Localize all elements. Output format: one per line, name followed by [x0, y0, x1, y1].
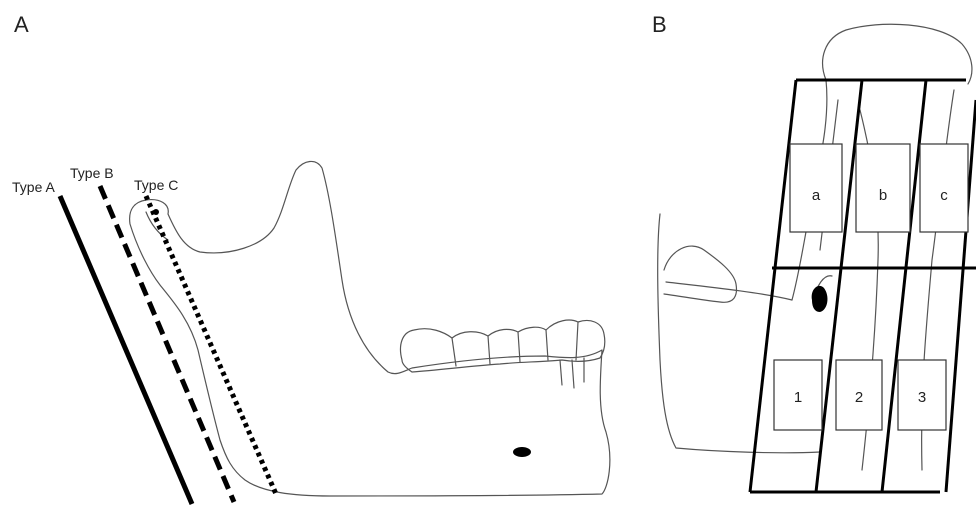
panel-a: A Type A Type B Type C: [12, 12, 610, 504]
type-b-label: Type B: [70, 165, 114, 181]
panel-b-label: B: [652, 12, 667, 37]
zone-label-3: 3: [918, 389, 926, 406]
zone-label-b: b: [879, 187, 887, 204]
mandible-outline: [130, 161, 610, 496]
mandibular-foramen: [812, 286, 828, 312]
type-c-label: Type C: [134, 177, 178, 193]
type-b-line: [100, 186, 234, 502]
teeth-outline: [401, 320, 605, 372]
zone-label-c: c: [940, 187, 948, 204]
type-a-label: Type A: [12, 179, 55, 195]
panel-a-label: A: [14, 12, 29, 37]
mental-foramen: [513, 447, 531, 457]
zone-label-1: 1: [794, 389, 802, 406]
zone-label-2: 2: [855, 389, 863, 406]
panel-b: B a b c 1 2 3: [652, 12, 976, 492]
zone-label-a: a: [812, 187, 821, 204]
teeth-divisions: [452, 322, 578, 366]
tooth-roots: [560, 358, 584, 388]
